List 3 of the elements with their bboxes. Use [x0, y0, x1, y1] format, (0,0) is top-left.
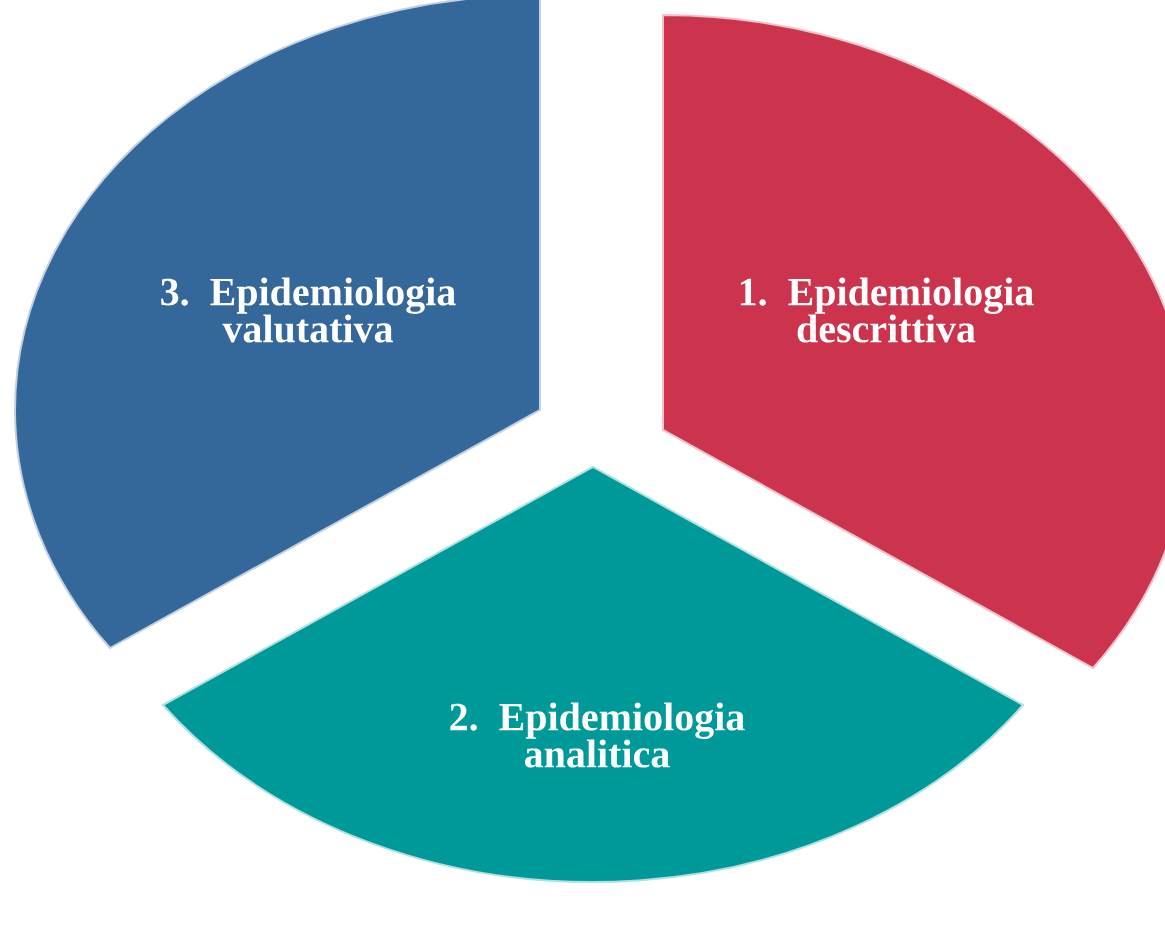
pie-slice: 1. Epidemiologia descrittiva: [662, 14, 1165, 670]
pie-slice: 2. Epidemiologia analitica: [161, 466, 1025, 883]
pie-slice: 3. Epidemiologia valutativa: [14, 0, 541, 650]
